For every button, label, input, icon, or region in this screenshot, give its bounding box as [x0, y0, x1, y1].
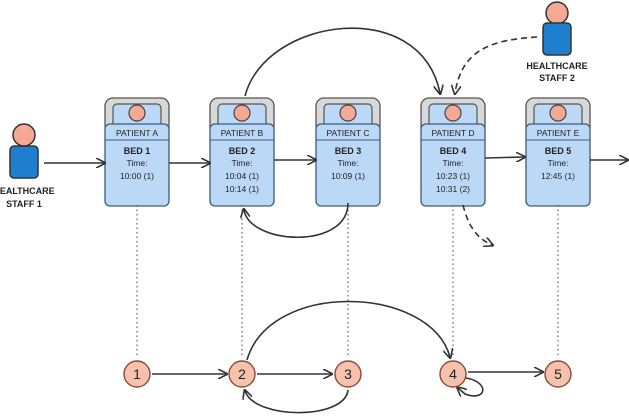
patient-head-icon	[128, 104, 146, 122]
arrow-node3-back-to-node2	[245, 390, 349, 414]
arrow-bed4-to-bed5	[484, 157, 524, 158]
arrow-bed4-exit	[462, 204, 492, 245]
step-node-2: 2	[228, 360, 256, 388]
node-number: 3	[344, 366, 352, 382]
bed-cards: PATIENT A BED 1 Time: 10:00 (1) PATIENT B BED…	[104, 97, 591, 207]
arrow-staff2-to-bed4	[455, 36, 538, 93]
node-number: 1	[133, 366, 141, 382]
bed-card-1: PATIENT A BED 1 Time: 10:00 (1)	[104, 97, 170, 207]
staff-1-head-icon	[12, 123, 36, 147]
staff-1-label-line1: HEALTHCARE	[0, 186, 55, 196]
node-number: 5	[554, 366, 562, 382]
dotted-connectors	[136, 205, 559, 355]
bed-card-3: PATIENT C BED 3 Time: 10:09 (1)	[315, 97, 381, 207]
patient-head-icon	[549, 104, 567, 122]
arrow-bed2-to-bed4-arc	[244, 27, 440, 97]
time-label: Time:	[232, 158, 253, 168]
time-entry: 10:00 (1)	[120, 171, 154, 181]
time-entry: 10:09 (1)	[331, 171, 365, 181]
time-entry: 10:23 (1)	[436, 171, 470, 181]
healthcare-staff-1: HEALTHCARE STAFF 1	[0, 123, 55, 209]
time-label: Time:	[443, 158, 464, 168]
bed-number: BED 5	[545, 146, 572, 156]
arrow-node4-self-loop	[458, 377, 484, 396]
staff-1-label-line2: STAFF 1	[6, 199, 42, 209]
time-entry: 10:14 (1)	[225, 184, 259, 194]
patient-name: PATIENT D	[432, 128, 475, 138]
patient-name: PATIENT E	[537, 128, 580, 138]
staff-2-body-icon	[542, 22, 572, 56]
step-node-3: 3	[334, 360, 362, 388]
node-circle	[544, 360, 572, 388]
step-node-5: 5	[544, 360, 572, 388]
node-circle	[123, 360, 151, 388]
bed-flow-arrows	[44, 27, 627, 245]
step-nodes: 1 2 3 4 5	[123, 360, 572, 388]
patient-name: PATIENT A	[116, 128, 158, 138]
healthcare-staff-2: HEALTHCARE STAFF 2	[526, 1, 588, 83]
node-circle	[228, 360, 256, 388]
time-entry: 10:31 (2)	[436, 184, 470, 194]
patient-name: PATIENT B	[221, 128, 264, 138]
patient-name: PATIENT C	[327, 128, 370, 138]
patient-head-icon	[444, 104, 462, 122]
node-circle	[334, 360, 362, 388]
patient-head-icon	[339, 104, 357, 122]
bed-number: BED 1	[124, 146, 151, 156]
node-flow-arrows	[152, 300, 542, 414]
staff-1-body-icon	[9, 145, 39, 179]
staff-2-label-line1: HEALTHCARE	[526, 61, 587, 71]
bed-number: BED 3	[335, 146, 362, 156]
arrow-bed3-back-to-bed2	[244, 202, 349, 239]
patient-head-icon	[233, 104, 251, 122]
step-node-1: 1	[123, 360, 151, 388]
time-label: Time:	[127, 158, 148, 168]
node-number: 4	[449, 366, 457, 382]
staff-2-label-line2: STAFF 2	[539, 73, 575, 83]
staff-2-head-icon	[545, 1, 569, 25]
arrow-node2-to-node4-arc	[246, 300, 450, 360]
bed-card-5: PATIENT E BED 5 Time: 12:45 (1)	[525, 97, 591, 207]
step-node-4: 4	[439, 360, 467, 388]
bed-card-4: PATIENT D BED 4 Time: 10:23 (1) 10:31 (2)	[420, 97, 486, 207]
node-circle	[439, 360, 467, 388]
bed-number: BED 2	[229, 146, 256, 156]
time-entry: 12:45 (1)	[541, 171, 575, 181]
bed-card-2: PATIENT B BED 2 Time: 10:04 (1) 10:14 (1)	[209, 97, 275, 207]
time-label: Time:	[548, 158, 569, 168]
time-entry: 10:04 (1)	[225, 171, 259, 181]
time-label: Time:	[338, 158, 359, 168]
node-number: 2	[238, 366, 246, 382]
bed-number: BED 4	[440, 146, 467, 156]
